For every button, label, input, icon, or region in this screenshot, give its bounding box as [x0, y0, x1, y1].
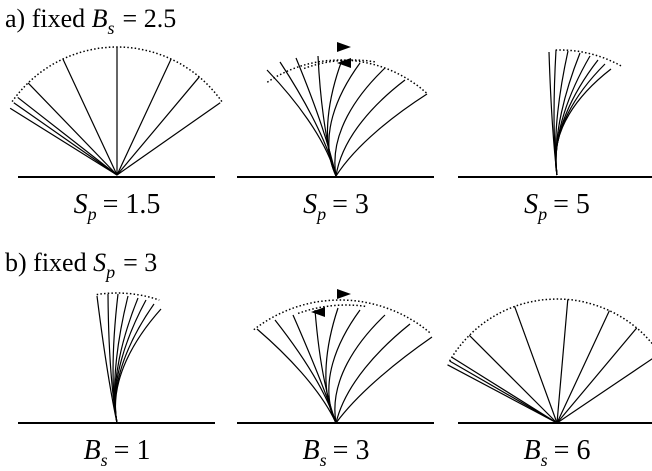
- panel-b3-filament: [556, 358, 652, 424]
- panel-b2-backward-arrow-icon: [311, 307, 325, 317]
- panel-a1-filament: [17, 96, 118, 176]
- panel-b2-filament: [256, 328, 337, 424]
- panel-a3-label: Sp= 5: [524, 189, 590, 224]
- panel-b3-filament: [468, 334, 558, 424]
- panel-b2-filament: [335, 323, 411, 424]
- panel-a2-forward-arrow-icon: [337, 42, 351, 52]
- panel-b3-filament: [451, 356, 558, 424]
- panel-b3-filament: [447, 364, 558, 424]
- panel-a2-filament: [334, 67, 386, 177]
- panel-b2-filament: [328, 309, 361, 424]
- panel-b2-forward-arrow-icon: [337, 289, 351, 299]
- panel-b2-filament: [274, 319, 337, 424]
- panel-a2-filaments: [266, 42, 428, 177]
- panel-b1-filaments: [96, 292, 162, 424]
- panel-a2-filament: [328, 62, 361, 177]
- panel-b2-inner-envelope: [297, 304, 366, 315]
- panel-a2-backward-arrow-icon: [337, 58, 351, 68]
- panel-a2-label: Sp= 3: [303, 189, 369, 224]
- panel-b2-filament: [334, 314, 386, 424]
- panel-b3-envelope: [448, 298, 652, 362]
- panel-a1-filament: [9, 107, 118, 176]
- panel-a2-filament: [335, 93, 428, 177]
- panel-a1-filament: [27, 82, 118, 176]
- panel-b2-filaments: [253, 289, 433, 424]
- panel-a2-inner-envelope: [303, 59, 377, 70]
- panel-b2-label: Bs= 3: [303, 435, 370, 470]
- panel-a2-filament: [335, 79, 406, 177]
- panel-b1-filament: [114, 308, 162, 424]
- panel-b1-envelope: [96, 292, 160, 301]
- panel-a2-filament: [266, 69, 337, 177]
- panel-b1-label: Bs= 1: [84, 435, 151, 470]
- panel-a1-filament: [13, 102, 118, 176]
- panel-a1-label: Sp= 1.5: [74, 189, 161, 224]
- panel-b3-filament: [556, 299, 569, 424]
- panel-b2-filament: [335, 336, 433, 424]
- panel-a1-filament: [62, 58, 118, 176]
- panel-a1-filament: [116, 102, 221, 176]
- panel-b3-filament: [514, 306, 558, 424]
- panel-a2-filament: [317, 55, 337, 177]
- panel-b3-label: Bs= 6: [524, 435, 591, 470]
- panel-a3-envelope: [555, 49, 623, 68]
- panel-a1-filament: [116, 76, 200, 176]
- section-b-header: b) fixed Sp= 3: [5, 248, 157, 282]
- panel-a1-filaments: [9, 46, 223, 176]
- section-a-header: a) fixed Bs= 2.5: [5, 4, 176, 38]
- panel-b3-filament: [556, 327, 638, 424]
- panel-a3-filaments: [548, 49, 623, 176]
- panel-b3-filament: [556, 310, 610, 424]
- panel-b3-filament: [449, 360, 558, 424]
- panel-a3-filament: [555, 68, 612, 176]
- panel-b3-filaments: [447, 298, 652, 424]
- panel-a1-filament: [116, 58, 172, 176]
